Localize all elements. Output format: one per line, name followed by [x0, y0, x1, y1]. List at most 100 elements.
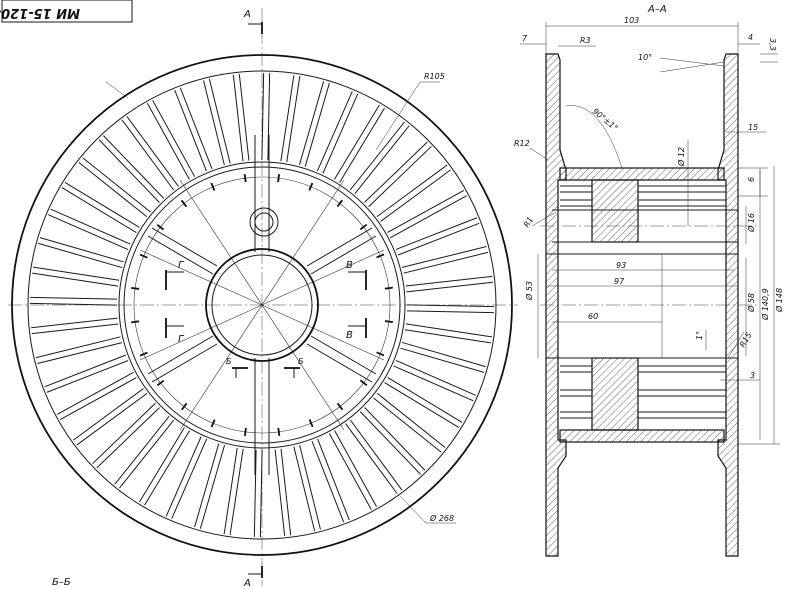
spoke-line [407, 304, 495, 308]
spoke-line [78, 162, 148, 218]
spoke-line [387, 189, 464, 233]
spoke-line [405, 275, 493, 287]
stamp-code: МИ 15-1208 [0, 5, 80, 20]
dim-d148: Ø 148 [774, 288, 784, 313]
ring-slot [384, 286, 393, 290]
spoke-line [267, 73, 271, 161]
ring-slot [180, 199, 188, 208]
spoke-line [29, 302, 117, 306]
spoke-line [373, 397, 442, 453]
ring-slot [336, 199, 343, 208]
radial-spokes [29, 72, 495, 538]
hub-block-upper [591, 179, 639, 243]
spoke-line [311, 440, 345, 523]
dim-r12: R12 [514, 139, 530, 148]
spoke-line [30, 296, 118, 300]
spoke-line [179, 87, 213, 170]
dim-d140-9: Ø 140,9 [760, 288, 770, 321]
spoke-line [76, 392, 148, 446]
spoke-line [322, 93, 359, 174]
dim-3: 3 [750, 371, 755, 380]
section-ribs-bottom [560, 365, 726, 419]
spoke-line [339, 107, 385, 183]
ring-slot [139, 351, 148, 357]
section-mark-top: А [243, 9, 251, 20]
sub-view-label: Б–Б [52, 577, 71, 588]
dim-3-3: 3,3 [768, 38, 777, 51]
section-markers: А А Г Г В В Б Б [165, 9, 367, 589]
spoke-line [406, 281, 493, 293]
spoke-line [50, 208, 131, 245]
spoke-line [404, 329, 491, 344]
spoke-line [293, 446, 316, 532]
dim-7: 7 [522, 34, 528, 43]
radius-label-r105: R105 [424, 72, 445, 81]
spoke-line [232, 74, 244, 162]
hub-block-lower [591, 357, 639, 431]
spoke-line [82, 157, 151, 213]
dim-d16: Ø 16 [746, 213, 756, 233]
barrel-top [559, 167, 725, 181]
section-mark-bottom: А [243, 578, 251, 589]
spoke-line [401, 341, 486, 368]
spoke-line [280, 448, 292, 536]
ring-slot [139, 253, 148, 259]
ring-slot [376, 351, 385, 357]
spoke-line [103, 135, 165, 199]
spoke-line [299, 444, 321, 530]
spoke-line [229, 448, 244, 535]
dim-d58: Ø 58 [746, 293, 756, 313]
spoke-line [144, 430, 190, 506]
ring-slot [130, 286, 140, 290]
spoke-line [38, 242, 123, 269]
ring-slot [181, 402, 188, 411]
spoke-line [364, 407, 426, 471]
ring-slot [210, 419, 216, 428]
outer-flange-circle [11, 54, 513, 556]
hub-ring-inner [133, 176, 391, 434]
spoke-line [354, 125, 410, 194]
spoke-line [139, 427, 185, 503]
ring-slot [277, 427, 281, 436]
ring-slot [156, 224, 165, 231]
spoke-line [359, 411, 421, 475]
spoke-line [146, 103, 190, 180]
spoke-line [194, 443, 220, 528]
spoke-line [395, 359, 476, 396]
ring-slot [277, 173, 281, 183]
dim-97: 97 [614, 277, 625, 286]
dim-6: 6 [747, 177, 756, 182]
spoke-line [259, 450, 263, 538]
spoke-line [60, 377, 137, 421]
inner-ring-slots [130, 173, 394, 437]
spoke-line [39, 237, 124, 263]
spoke-line [334, 430, 378, 507]
hub-bore-circle [211, 254, 313, 356]
spoke-line [349, 419, 403, 491]
spoke-line [96, 407, 160, 469]
spoke-line [33, 266, 120, 281]
spoke-line [349, 121, 405, 191]
drive-hole-inner [254, 212, 274, 232]
spoke-line [208, 78, 231, 164]
spoke-line [35, 336, 121, 359]
mark-v-lower: В [346, 330, 353, 341]
spoke-line [364, 141, 428, 203]
spoke-line [31, 323, 119, 335]
spoke-line [376, 392, 446, 448]
spoke-line [32, 272, 119, 287]
spoke-line [400, 347, 485, 373]
spoke-line [126, 116, 179, 187]
spoke-line [238, 74, 250, 161]
spoke-line [64, 182, 140, 228]
spoke-line [317, 438, 350, 521]
ring-slot [308, 419, 314, 428]
spoke-line [31, 317, 118, 329]
spoke-line [286, 76, 301, 163]
drawing-stamp: МИ 15-1208 [0, 0, 133, 23]
spoke-line [44, 354, 127, 388]
spoke-line [406, 310, 494, 314]
spoke-line [390, 195, 467, 239]
spoke-line [261, 72, 265, 160]
